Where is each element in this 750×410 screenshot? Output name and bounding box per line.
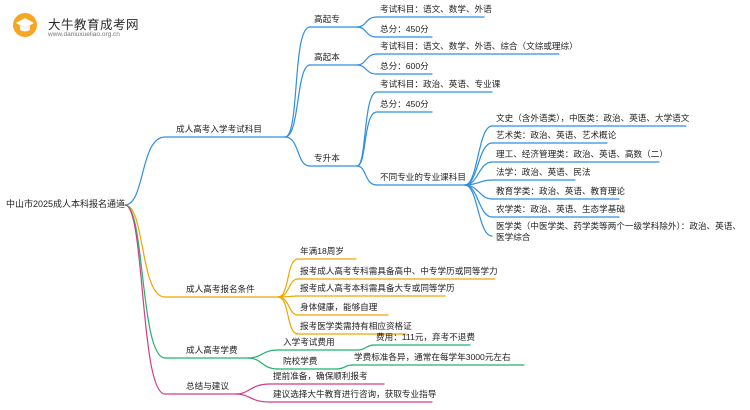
zsb-subjects: 考试科目：政治、英语、专业课: [380, 79, 501, 89]
logo-name: 大牛教育成考网: [48, 18, 140, 32]
major-item: 文史（含外语类），中医类：政治、英语、大学语文: [496, 113, 690, 123]
major-item: 理工、经济管理类：政治、英语、高数（二）: [496, 149, 668, 159]
exam-subjects-topic: 成人高考入学考试科目: [176, 124, 262, 134]
tuition-topic: 院校学费: [283, 356, 318, 366]
major-item: 医学类（中医学类、药学类等两个一级学科除外）：政治、英语、医学综合: [496, 221, 741, 242]
gqz-total: 总分：450分: [380, 24, 429, 34]
condition-item: 身体健康，能够自理: [300, 302, 378, 312]
summary-item: 建议选择大牛教育进行咨询，获取专业指导: [273, 389, 437, 399]
logo: 大牛教育成考网 www.daniuxueliao.org.cn: [8, 8, 140, 44]
major-item: 艺术类：政治、英语、艺术概论: [496, 130, 617, 140]
condition-item: 报考成人高考本科需具备大专或同等学历: [300, 283, 455, 293]
tuition-value: 学费标准各异，通常在每学年3000元左右: [354, 352, 511, 362]
major-item: 法学：政治、英语、民法: [496, 167, 591, 177]
gqb-topic: 高起本: [314, 52, 340, 62]
zsb-topic: 专升本: [314, 153, 340, 163]
conditions-topic: 成人高考报名条件: [186, 284, 255, 294]
condition-item: 报考医学类需持有相应资格证: [300, 321, 412, 331]
zsb-majors-topic: 不同专业的专业课科目: [380, 172, 466, 182]
logo-url: www.daniuxueliao.org.cn: [48, 31, 120, 38]
major-item: 农学类：政治、英语、生态学基础: [496, 204, 625, 214]
zsb-total: 总分：450分: [380, 99, 429, 109]
summary-topic: 总结与建议: [186, 381, 229, 391]
summary-item: 提前准备，确保顺利报考: [273, 371, 368, 381]
fees-topic: 成人高考学费: [186, 345, 238, 355]
gqb-subjects: 考试科目：语文、数学、外语、综合（文综或理综）: [380, 41, 578, 51]
graduation-cap-icon: [13, 13, 37, 37]
root-topic: 中山市2025成人本科报名通道: [6, 199, 126, 209]
condition-item: 年满18周岁: [300, 246, 344, 256]
gqz-topic: 高起专: [314, 14, 340, 24]
exam-fee-topic: 入学考试费用: [283, 337, 335, 347]
gqz-subjects: 考试科目：语文、数学、外语: [380, 4, 492, 14]
condition-item: 报考成人高考专科需具备高中、中专学历或同等学力: [300, 266, 498, 276]
gqb-total: 总分：600分: [380, 61, 429, 71]
exam-fee-value: 费用：111元，弃考不退费: [376, 332, 475, 342]
major-item: 教育学类：政治、英语、教育理论: [496, 186, 625, 196]
